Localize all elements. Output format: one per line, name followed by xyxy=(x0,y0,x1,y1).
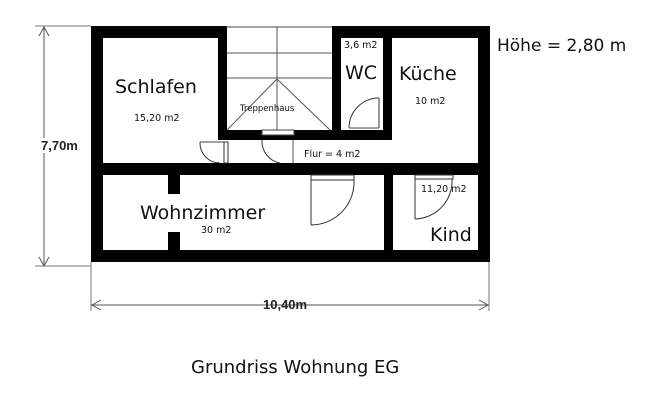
wall-stub-lower xyxy=(168,232,180,250)
room-name-wohnzimmer: Wohnzimmer xyxy=(140,202,266,224)
room-area-wc: 3,6 m2 xyxy=(344,40,378,51)
room-area-wohnzimmer: 30 m2 xyxy=(201,225,232,236)
outer-wall-top-right xyxy=(332,26,490,38)
room-name-wc: WC xyxy=(345,62,378,84)
room-name-treppenhaus: Treppenhaus xyxy=(240,104,295,114)
room-name-schlafen: Schlafen xyxy=(115,76,197,98)
wall-schlafen-stairs xyxy=(218,26,227,140)
wall-wc-kueche xyxy=(383,26,392,140)
room-area-kind: 11,20 m2 xyxy=(421,184,467,195)
room-area-kueche: 10 m2 xyxy=(415,96,446,107)
ceiling-height-label: Höhe = 2,80 m xyxy=(497,36,627,56)
wall-stairs-wc xyxy=(332,26,341,140)
outer-wall-top-left xyxy=(91,26,226,38)
wall-stub-upper xyxy=(168,175,180,194)
room-name-kind: Kind xyxy=(430,224,472,246)
dimension-width: 10,40m xyxy=(263,297,308,312)
wall-wohnzimmer-kind xyxy=(384,163,393,262)
room-name-kueche: Küche xyxy=(399,63,457,85)
outer-wall-left xyxy=(91,26,103,262)
dimension-height: 7,70m xyxy=(41,138,78,153)
outer-wall-right xyxy=(478,26,490,262)
room-area-schlafen: 15,20 m2 xyxy=(134,113,180,124)
plan-caption: Grundriss Wohnung EG xyxy=(191,357,400,378)
wall-stairs-bottom xyxy=(218,130,392,140)
room-label-flur: Flur = 4 m2 xyxy=(304,149,361,160)
